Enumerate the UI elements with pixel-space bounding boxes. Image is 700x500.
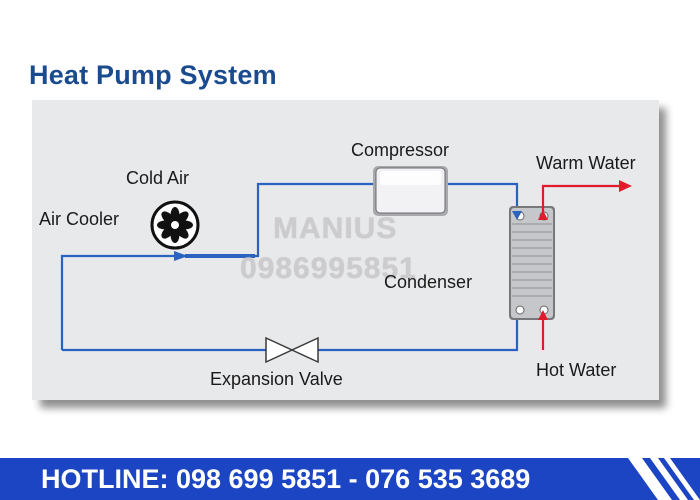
cold-air-label: Cold Air: [126, 168, 190, 188]
page-title: Heat Pump System: [29, 60, 277, 90]
expansion-valve-label: Expansion Valve: [210, 369, 343, 389]
hot-water-label: Hot Water: [536, 360, 617, 380]
compressor-label: Compressor: [351, 140, 450, 160]
air-cooler-label: Air Cooler: [39, 209, 120, 229]
watermark-phone: 0986995851: [240, 252, 417, 285]
refrigerant-loop: [60, 182, 519, 352]
condenser-label: Condenser: [384, 272, 473, 292]
hot-water-arrow-icon: [538, 310, 548, 350]
flow-arrow-icon: [174, 251, 188, 261]
condenser-inlet-arrow-icon: [512, 211, 522, 220]
expansion-valve-icon: [265, 336, 319, 364]
pipe-air-cooler-to-compressor: [60, 182, 375, 350]
warm-water-label: Warm Water: [536, 153, 636, 173]
watermark-name: MANIUS: [273, 212, 398, 245]
warm-water-arrow-icon: [538, 180, 632, 220]
pipe-compressor-to-condenser: [447, 182, 519, 212]
hotline-text: HOTLINE: 098 699 5851 - 076 535 3689: [41, 464, 531, 494]
condenser-icon: [509, 206, 555, 320]
pipe-condenser-to-valve: [318, 312, 519, 352]
chevron-decoration-icon: [628, 458, 700, 500]
hotline-banner: HOTLINE: 098 699 5851 - 076 535 3689: [0, 458, 700, 500]
fan-icon: [150, 200, 200, 250]
compressor-icon: [373, 166, 448, 216]
